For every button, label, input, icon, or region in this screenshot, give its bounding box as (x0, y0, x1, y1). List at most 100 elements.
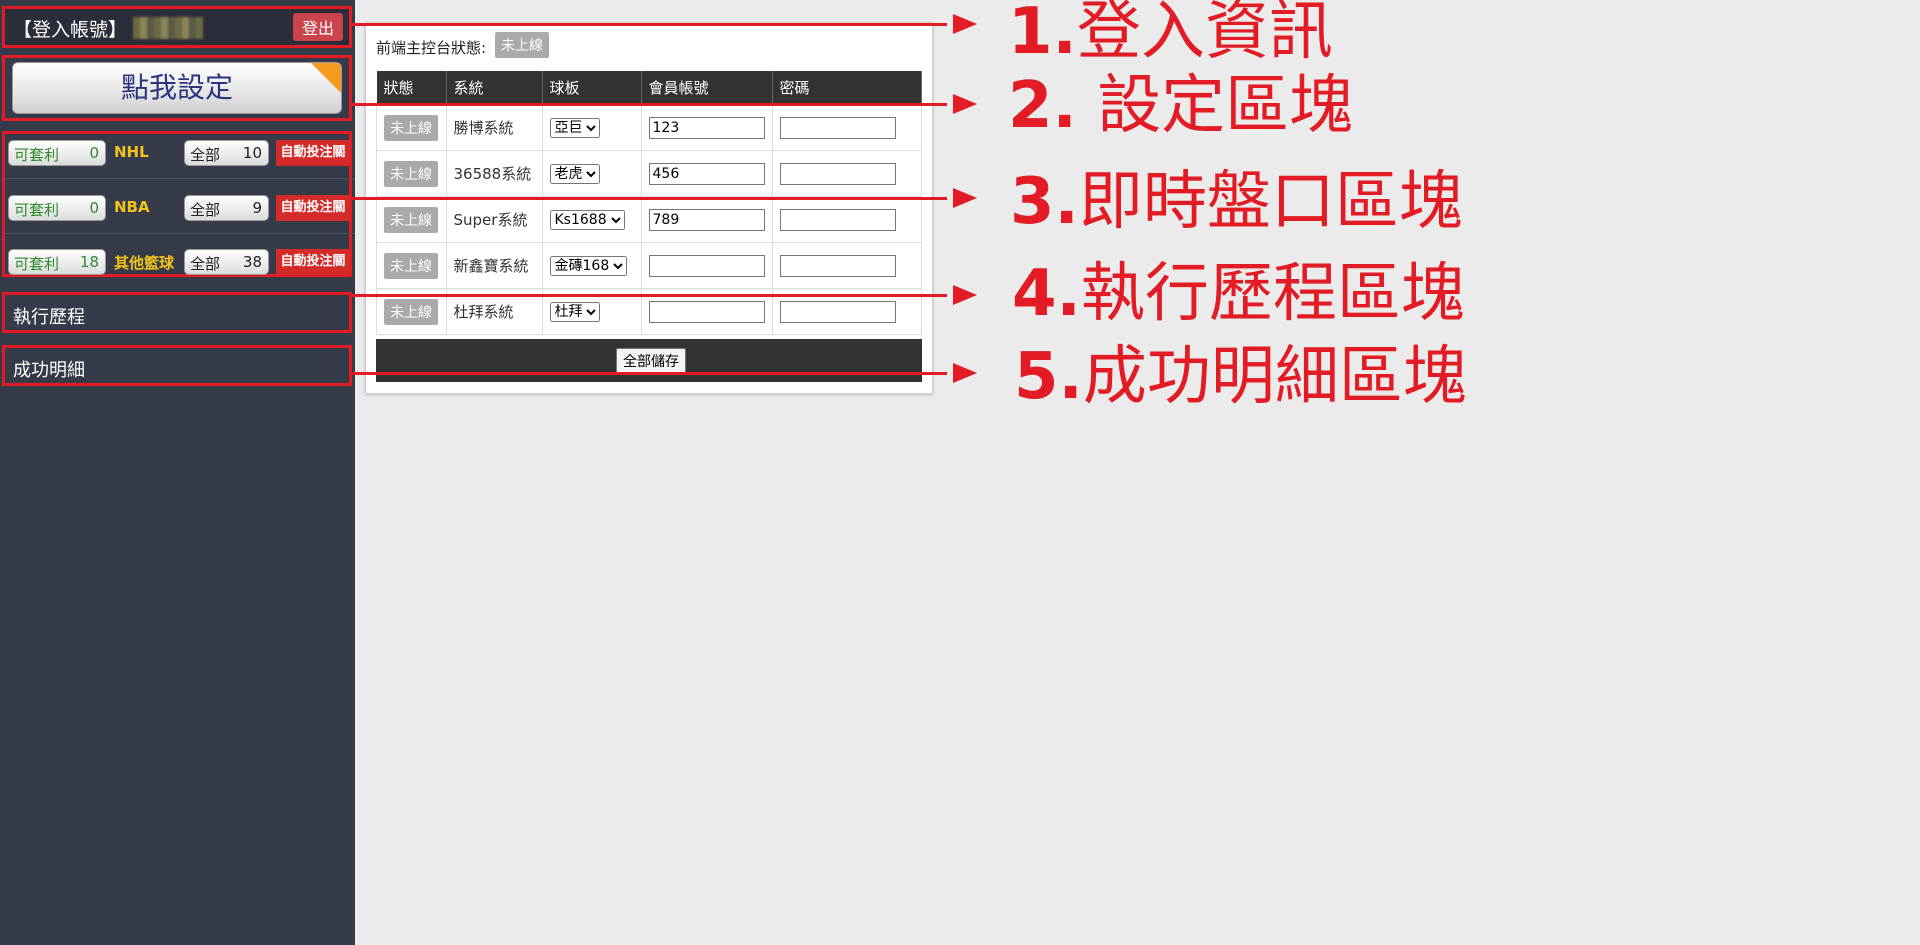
annotation-arrow-line (352, 372, 947, 375)
arrow-head-icon (953, 94, 977, 114)
board-cell: Ks1688 (541, 196, 642, 243)
all-label: 全部 (190, 201, 221, 219)
all-count: 38 (242, 253, 262, 271)
status-cell: 未上線 (376, 150, 447, 197)
annotation-arrow-line (352, 103, 947, 106)
annotation-4: 4.執行歷程區塊 (1012, 262, 1465, 326)
annotation-arrow-line (352, 23, 947, 26)
annotation-2: 2. 設定區塊 (1008, 74, 1353, 138)
setting-button[interactable]: 點我設定 (12, 62, 342, 114)
status-cell: 未上線 (376, 196, 447, 243)
market-row-nhl: 可套利 0 NHL 全部 10 自動投注關 (7, 138, 350, 168)
annotation-text: 即時盤口區塊 (1078, 165, 1463, 239)
status-cell: 未上線 (376, 104, 447, 151)
league-name: 其他籃球 (114, 254, 175, 272)
board-cell: 老虎 (541, 150, 642, 197)
password-cell (771, 196, 922, 243)
column-header: 系統 (446, 71, 543, 105)
arrow-head-icon (953, 14, 977, 34)
profit-label: 可套利 (14, 146, 60, 164)
auto-bet-toggle[interactable]: 自動投注關 (276, 195, 350, 221)
account-cell (640, 196, 773, 243)
profit-filter-button[interactable]: 可套利 0 (8, 140, 106, 166)
password-input[interactable] (779, 208, 896, 231)
console-status-badge: 未上線 (495, 32, 549, 58)
account-cell (640, 150, 773, 197)
live-market-block: 可套利 0 NHL 全部 10 自動投注關 可套利 0 NBA 全部 9 自動投… (2, 131, 355, 277)
profit-label: 可套利 (14, 255, 60, 273)
status-badge: 未上線 (384, 114, 438, 141)
table-header-row: 狀態 系統 球板 會員帳號 密碼 (376, 71, 922, 105)
board-select[interactable]: 金磚168 (549, 255, 627, 276)
league-name: NHL (114, 143, 149, 161)
table-row: 未上線 新鑫寶系統 金磚168 (376, 242, 922, 289)
annotation-number: 1. (1008, 0, 1077, 69)
all-filter-button[interactable]: 全部 10 (184, 140, 269, 166)
system-name: Super系統 (445, 196, 543, 243)
divider (5, 233, 355, 234)
password-cell (771, 242, 922, 289)
profit-filter-button[interactable]: 可套利 0 (8, 195, 106, 221)
password-input[interactable] (779, 254, 896, 277)
board-select[interactable]: Ks1688 (549, 209, 625, 230)
setting-block: 點我設定 (2, 55, 352, 121)
blurred-username (133, 17, 203, 39)
logout-button[interactable]: 登出 (293, 13, 343, 41)
auto-bet-toggle[interactable]: 自動投注關 (276, 140, 350, 166)
password-input[interactable] (779, 162, 896, 185)
annotation-text: 成功明細區塊 (1082, 340, 1467, 414)
status-badge: 未上線 (384, 206, 438, 233)
annotation-number: 3. (1010, 165, 1079, 239)
system-name: 36588系統 (445, 150, 543, 197)
all-filter-button[interactable]: 全部 38 (184, 249, 269, 275)
save-all-button[interactable]: 全部儲存 (616, 348, 686, 374)
account-input[interactable] (648, 208, 765, 231)
profit-label: 可套利 (14, 201, 60, 219)
annotation-number: 5. (1014, 340, 1083, 414)
board-select[interactable]: 老虎 (549, 163, 600, 184)
account-cell (640, 104, 773, 151)
password-cell (771, 104, 922, 151)
arrow-head-icon (953, 188, 977, 208)
success-details-block[interactable]: 成功明細 (2, 345, 352, 386)
profit-filter-button[interactable]: 可套利 18 (8, 249, 106, 275)
account-input[interactable] (648, 254, 765, 277)
corner-flag-icon (310, 63, 341, 94)
auto-bet-toggle[interactable]: 自動投注關 (276, 249, 350, 275)
all-label: 全部 (190, 146, 221, 164)
all-label: 全部 (190, 255, 221, 273)
league-name: NBA (114, 198, 150, 216)
account-cell (640, 242, 773, 289)
annotation-5: 5.成功明細區塊 (1014, 345, 1467, 409)
account-input[interactable] (648, 300, 765, 323)
profit-count: 0 (89, 199, 99, 217)
success-details-title: 成功明細 (13, 360, 85, 381)
column-header: 會員帳號 (641, 71, 773, 105)
market-row-nba: 可套利 0 NBA 全部 9 自動投注關 (7, 193, 350, 223)
column-header: 密碼 (772, 71, 922, 105)
annotation-3: 3.即時盤口區塊 (1010, 170, 1463, 234)
table-row: 未上線 Super系統 Ks1688 (376, 196, 922, 243)
profit-count: 0 (89, 144, 99, 162)
execution-history-title: 執行歷程 (13, 307, 85, 328)
login-account-label: 【登入帳號】 (13, 19, 128, 41)
annotation-1: 1.登入資訊 (1008, 0, 1333, 64)
system-settings-panel: 前端主控台狀態: 未上線 狀態 系統 球板 會員帳號 密碼 未上線 勝博系統 亞… (365, 22, 933, 394)
execution-history-block[interactable]: 執行歷程 (2, 292, 352, 333)
account-input[interactable] (648, 162, 765, 185)
account-input[interactable] (648, 116, 765, 139)
status-badge: 未上線 (384, 160, 438, 187)
board-cell: 亞巨 (541, 104, 642, 151)
all-count: 10 (242, 144, 262, 162)
system-name: 勝博系統 (445, 104, 543, 151)
annotation-number: 4. (1012, 257, 1081, 331)
board-select[interactable]: 杜拜 (549, 301, 600, 322)
all-count: 9 (252, 199, 262, 217)
setting-button-label: 點我設定 (120, 71, 233, 104)
board-select[interactable]: 亞巨 (549, 117, 600, 138)
column-header: 狀態 (376, 71, 447, 105)
password-input[interactable] (779, 116, 896, 139)
all-filter-button[interactable]: 全部 9 (184, 195, 269, 221)
password-input[interactable] (779, 300, 896, 323)
sidebar: 【登入帳號】 登出 點我設定 可套利 0 NHL 全部 10 自動投注關 可套利 (0, 0, 355, 945)
